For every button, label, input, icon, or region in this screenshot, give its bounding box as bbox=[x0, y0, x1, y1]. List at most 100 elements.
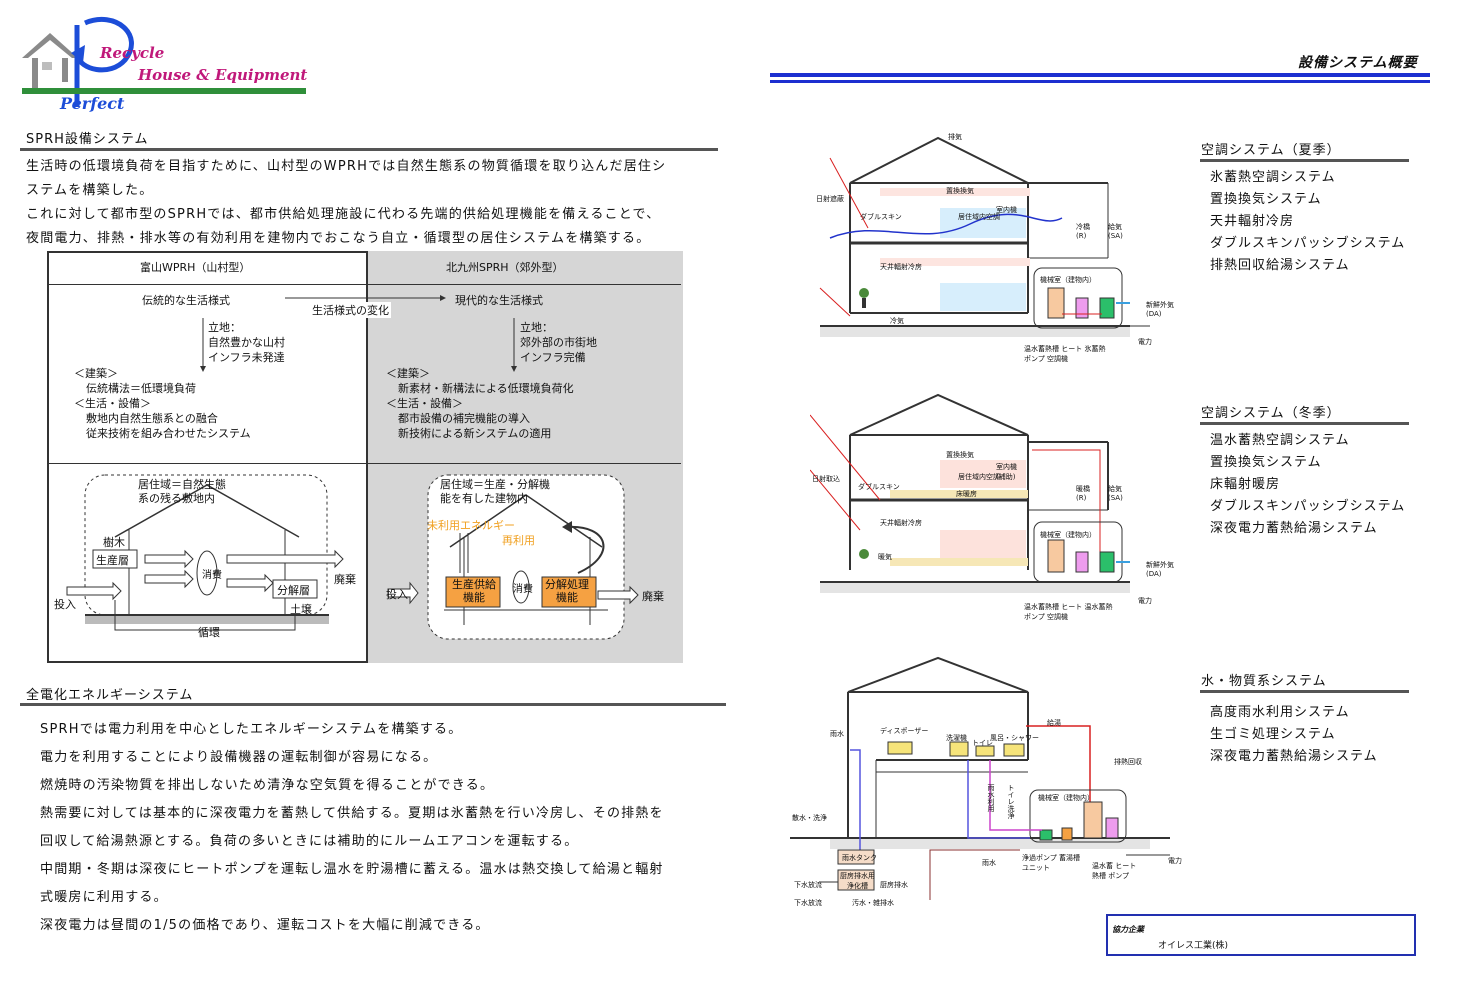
location-line: インフラ完備 bbox=[520, 351, 586, 364]
logo-house-icon bbox=[22, 33, 78, 88]
label-power-winter: 電力 bbox=[1138, 597, 1152, 605]
label-outdoor-air: 新鮮外気 (DA) bbox=[1146, 301, 1174, 318]
cooperation-box bbox=[1106, 914, 1416, 956]
paragraph-line: 熱需要に対しては基本的に深夜電力を蓄熱して供給する。夏期は氷蓄熱を行い冷房し、そ… bbox=[40, 806, 664, 821]
label-kitchen-drain: 厨房排水 bbox=[880, 881, 908, 889]
system-heading-winter: 空調システム（冬季） bbox=[1201, 406, 1341, 421]
paragraph-line: 電力を利用することにより設備機器の運転制御が容易になる。 bbox=[40, 750, 438, 765]
list-item: 深夜電力蓄熱給湯システム bbox=[1210, 521, 1378, 536]
point-item: 従来技術を組み合わせたシステム bbox=[86, 427, 251, 440]
label-irrigation: 散水・洗浄 bbox=[792, 814, 827, 822]
label-heat-pump-water: 温水蓄 ヒート 熱槽 ポンプ bbox=[1092, 862, 1137, 880]
list-item: 排熱回収給湯システム bbox=[1210, 258, 1350, 273]
waste-label: 廃棄 bbox=[334, 573, 356, 586]
system-list-summer: 氷蓄熱空調システム 置換換気システム 天井輻射冷房 ダブルスキンパッシブシステム… bbox=[1210, 167, 1405, 277]
summer-house-diagram bbox=[819, 136, 1150, 337]
label-machine-room: 機械室（建物内） bbox=[1040, 276, 1096, 284]
soil-label: 土壌 bbox=[290, 603, 312, 616]
list-item: 温水蓄熱空調システム bbox=[1210, 433, 1350, 448]
paragraph-line: これに対して都市型のSPRHでは、都市供給処理施設に代わる先端的供給処理機能を備… bbox=[26, 207, 661, 222]
point-heading: ＜建築＞ bbox=[74, 367, 118, 380]
label-indoor-unit-winter: 室内機 (補助) bbox=[996, 463, 1017, 481]
point-item: 新素材・新構法による低環境負荷化 bbox=[398, 382, 574, 395]
section2-body: SPRHでは電力利用を中心としたエネルギーシステムを構築する。 電力を利用するこ… bbox=[40, 716, 720, 940]
label-sun-intake: 日射取込 bbox=[812, 475, 840, 483]
label-floor-heating: 床暖房 bbox=[956, 490, 977, 498]
location-label: 立地： bbox=[208, 321, 241, 334]
list-item: ダブルスキンパッシブシステム bbox=[1210, 236, 1406, 251]
title-divider-2 bbox=[770, 80, 1430, 83]
label-toilet: トイレ bbox=[972, 739, 993, 747]
left-region-label: 居住域＝自然生態 系の残る敷地内 bbox=[138, 478, 226, 506]
label-kitchen-tank: 厨房排水用 浄化槽 bbox=[840, 872, 875, 890]
cycle-label: 循環 bbox=[198, 626, 220, 639]
label-occupied-ac: 居住域内空調 bbox=[958, 213, 1000, 221]
system-list-winter: 温水蓄熱空調システム 置換換気システム 床輻射暖房 ダブルスキンパッシブシステム… bbox=[1210, 430, 1405, 540]
label-cool-air: 冷気 bbox=[890, 317, 904, 325]
region-line: 居住域＝自然生態 bbox=[138, 478, 226, 491]
consumer-label: 消費 bbox=[202, 570, 222, 581]
label-power-water: 電力 bbox=[1168, 857, 1182, 865]
system-divider bbox=[1200, 159, 1409, 162]
label-occupied-ac-winter: 居住域内空調 bbox=[958, 473, 1000, 481]
label-supply-air: 給気 (SA) bbox=[1108, 223, 1123, 240]
logo-bar bbox=[22, 88, 306, 94]
label-double-skin: ダブルスキン bbox=[860, 213, 902, 221]
section-divider bbox=[20, 703, 726, 706]
cooperation-label: 協力企業 bbox=[1112, 925, 1144, 934]
system-heading-water: 水・物質系システム bbox=[1201, 674, 1327, 689]
function-line: 機能 bbox=[556, 591, 578, 604]
label-machine-room-winter: 機械室（建物内） bbox=[1040, 531, 1096, 539]
right-location: 立地： 郊外部の市街地 インフラ完備 bbox=[520, 320, 597, 365]
tree-label: 樹木 bbox=[103, 536, 125, 549]
label-machine-room-water: 機械室（建物内） bbox=[1038, 794, 1094, 802]
list-item: 置換換気システム bbox=[1210, 455, 1322, 470]
list-item: 置換換気システム bbox=[1210, 192, 1322, 207]
label-double-skin-winter: ダブルスキン bbox=[858, 483, 900, 491]
cooperation-company: オイレス工業(株) bbox=[1158, 941, 1229, 951]
label-hot-water: 給湯 bbox=[1047, 719, 1061, 727]
paragraph-line: 式暖房に利用する。 bbox=[40, 890, 168, 905]
section-divider bbox=[20, 148, 718, 151]
region-line: 居住域＝生産・分解機 bbox=[440, 478, 550, 491]
table-header-left: 富山WPRH（山村型） bbox=[140, 261, 251, 274]
right-system-diagram bbox=[387, 474, 639, 640]
label-heat-recovery: 排熱回収 bbox=[1114, 758, 1142, 766]
point-heading: ＜生活・設備＞ bbox=[386, 397, 463, 410]
label-cooling: 冷橋 (R) bbox=[1076, 223, 1090, 240]
label-equipment: 温水蓄熱槽 ヒート 氷蓄熱 ポンプ 空調機 bbox=[1024, 345, 1106, 363]
process-function-label: 分解処理 機能 bbox=[545, 578, 589, 604]
location-label: 立地： bbox=[520, 321, 553, 334]
label-warm-air: 暖気 bbox=[878, 553, 892, 561]
label-displacement-vent: 置換換気 bbox=[946, 187, 974, 195]
label-rain: 雨水 bbox=[830, 730, 844, 738]
paragraph-line: 夜間電力、排熱・排水等の有効利用を建物内でおこなう自立・循環型の居住システムを構… bbox=[26, 231, 651, 246]
paragraph-line: SPRHでは電力利用を中心としたエネルギーシステムを構築する。 bbox=[40, 722, 463, 737]
label-disposer: ディスポーザー bbox=[880, 727, 929, 735]
right-input-label: 投入 bbox=[386, 588, 408, 601]
label-sewer: 下水放流 bbox=[794, 881, 822, 889]
system-list-water: 高度雨水利用システム 生ゴミ処理システム 深夜電力蓄熱給湯システム bbox=[1210, 702, 1378, 768]
point-item: 新技術による新システムの適用 bbox=[398, 427, 552, 440]
lifestyle-change: 生活様式の変化 bbox=[310, 302, 391, 318]
table-rule bbox=[49, 284, 681, 285]
label-supply-air-winter: 給気 (SA) bbox=[1108, 485, 1123, 502]
label-equipment-winter: 温水蓄熱槽 ヒート 温水蓄熱 ポンプ 空調機 bbox=[1024, 603, 1113, 621]
system-divider bbox=[1200, 690, 1409, 693]
modern-lifestyle: 現代的な生活様式 bbox=[455, 294, 543, 307]
label-sewer-2: 下水放流 bbox=[794, 899, 822, 907]
logo-house-equipment-text: House & Equipment bbox=[138, 66, 308, 84]
label-power: 電力 bbox=[1138, 338, 1152, 346]
section-heading-sprh: SPRH設備システム bbox=[26, 132, 149, 147]
list-item: 氷蓄熱空調システム bbox=[1210, 170, 1336, 185]
traditional-lifestyle: 伝統的な生活様式 bbox=[142, 294, 230, 307]
location-line: 郊外部の市街地 bbox=[520, 336, 597, 349]
input-label: 投入 bbox=[54, 598, 76, 611]
list-item: 高度雨水利用システム bbox=[1210, 705, 1350, 720]
reuse-label: 再利用 bbox=[502, 534, 535, 547]
label-displacement-vent-winter: 置換換気 bbox=[946, 451, 974, 459]
point-item: 都市設備の補完機能の導入 bbox=[398, 412, 530, 425]
paragraph-line: 中間期・冬期は深夜にヒートポンプを運転し温水を貯湯槽に蓄える。温水は熱交換して給… bbox=[40, 862, 664, 877]
winter-house-diagram bbox=[810, 393, 1130, 593]
function-line: 分解処理 bbox=[545, 578, 589, 591]
